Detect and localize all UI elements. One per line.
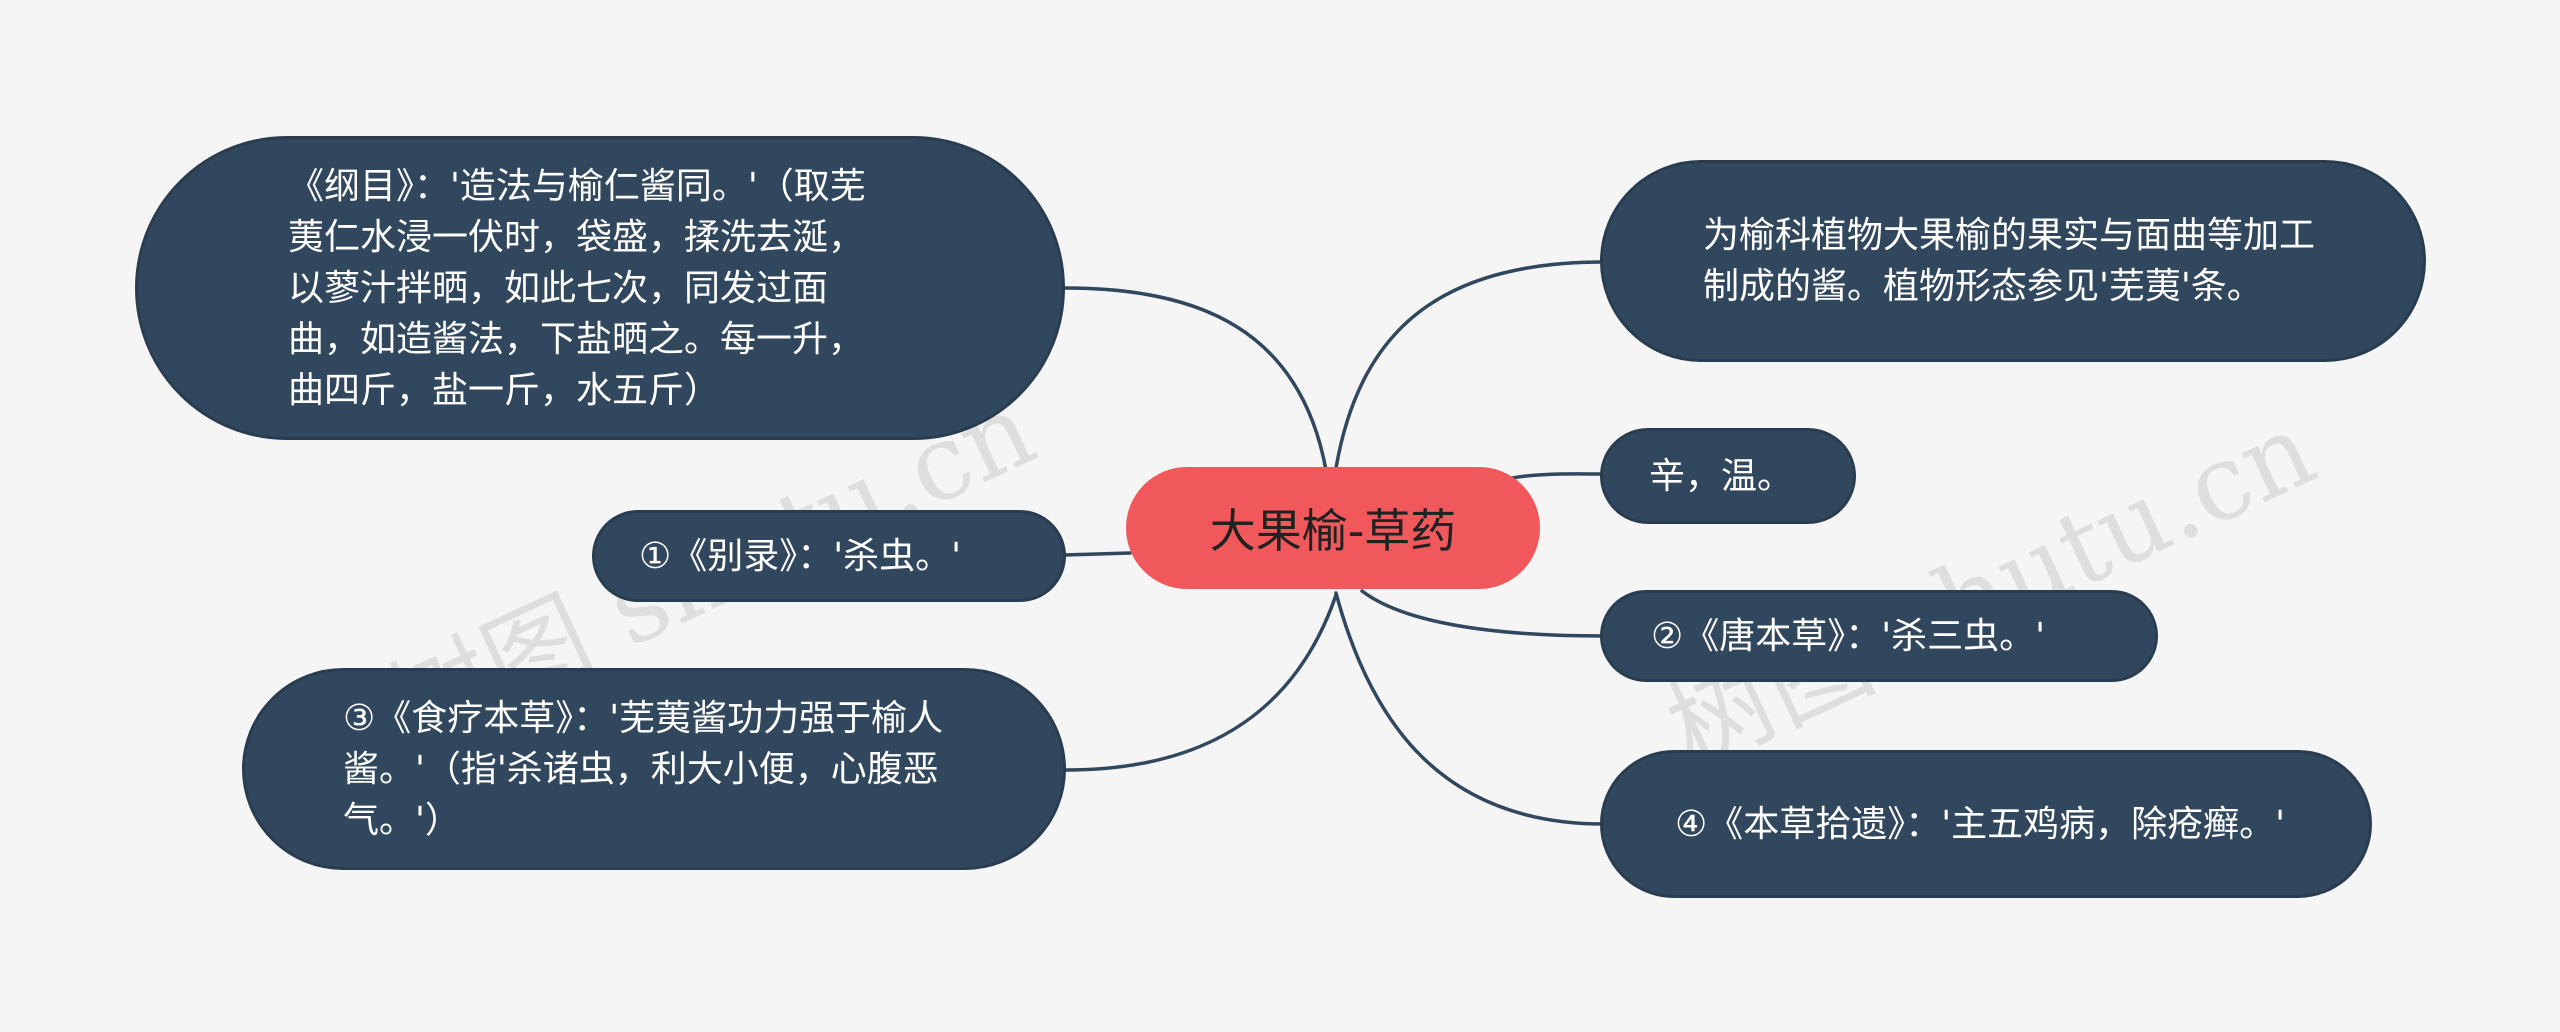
branch-description[interactable]: 为榆科植物大果榆的果实与面曲等加工制成的酱。植物形态参见'芜荑'条。 <box>1600 160 2426 362</box>
branch-shiliao[interactable]: ③《食疗本草》：'芜荑酱功力强于榆人酱。'（指'杀诸虫，利大小便，心腹恶气。'） <box>242 668 1066 870</box>
branch-bielu[interactable]: ①《别录》：'杀虫。' <box>592 510 1066 602</box>
branch-shiyi-text: ④《本草拾遗》：'主五鸡病，除疮癣。' <box>1675 803 2286 845</box>
branch-description-text: 为榆科植物大果榆的果实与面曲等加工制成的酱。植物形态参见'芜荑'条。 <box>1703 215 2316 307</box>
connector-description <box>1334 260 1606 470</box>
branch-tangbencao-text: ②《唐本草》：'杀三虫。' <box>1651 615 2046 657</box>
connector-bielu <box>1062 551 1132 557</box>
branch-shiyi[interactable]: ④《本草拾遗》：'主五鸡病，除疮癣。' <box>1600 750 2372 898</box>
connector-tangbencao <box>1360 589 1606 638</box>
branch-shiliao-text: ③《食疗本草》：'芜荑酱功力强于榆人酱。'（指'杀诸虫，利大小便，心腹恶气。'） <box>343 697 944 841</box>
central-topic-label: 大果榆-草药 <box>1209 504 1457 558</box>
branch-tangbencao[interactable]: ②《唐本草》：'杀三虫。' <box>1600 590 2158 682</box>
connector-shiliao <box>1064 593 1338 772</box>
central-topic[interactable]: 大果榆-草药 <box>1126 467 1540 589</box>
branch-xingwei-text: 辛，温。 <box>1649 455 1794 497</box>
branch-xingwei[interactable]: 辛，温。 <box>1600 428 1856 524</box>
branch-gangmu[interactable]: 《纲目》：'造法与榆仁酱同。'（取芜荑仁水浸一伏时，袋盛，揉洗去涎，以蓼汁拌晒，… <box>135 136 1065 440</box>
branch-gangmu-text: 《纲目》：'造法与榆仁酱同。'（取芜荑仁水浸一伏时，袋盛，揉洗去涎，以蓼汁拌晒，… <box>288 165 866 411</box>
branch-bielu-text: ①《别录》：'杀虫。' <box>639 535 962 577</box>
connector-shiyi <box>1334 591 1606 826</box>
connector-xingwei <box>1510 472 1606 480</box>
connector-gangmu <box>1063 286 1328 472</box>
